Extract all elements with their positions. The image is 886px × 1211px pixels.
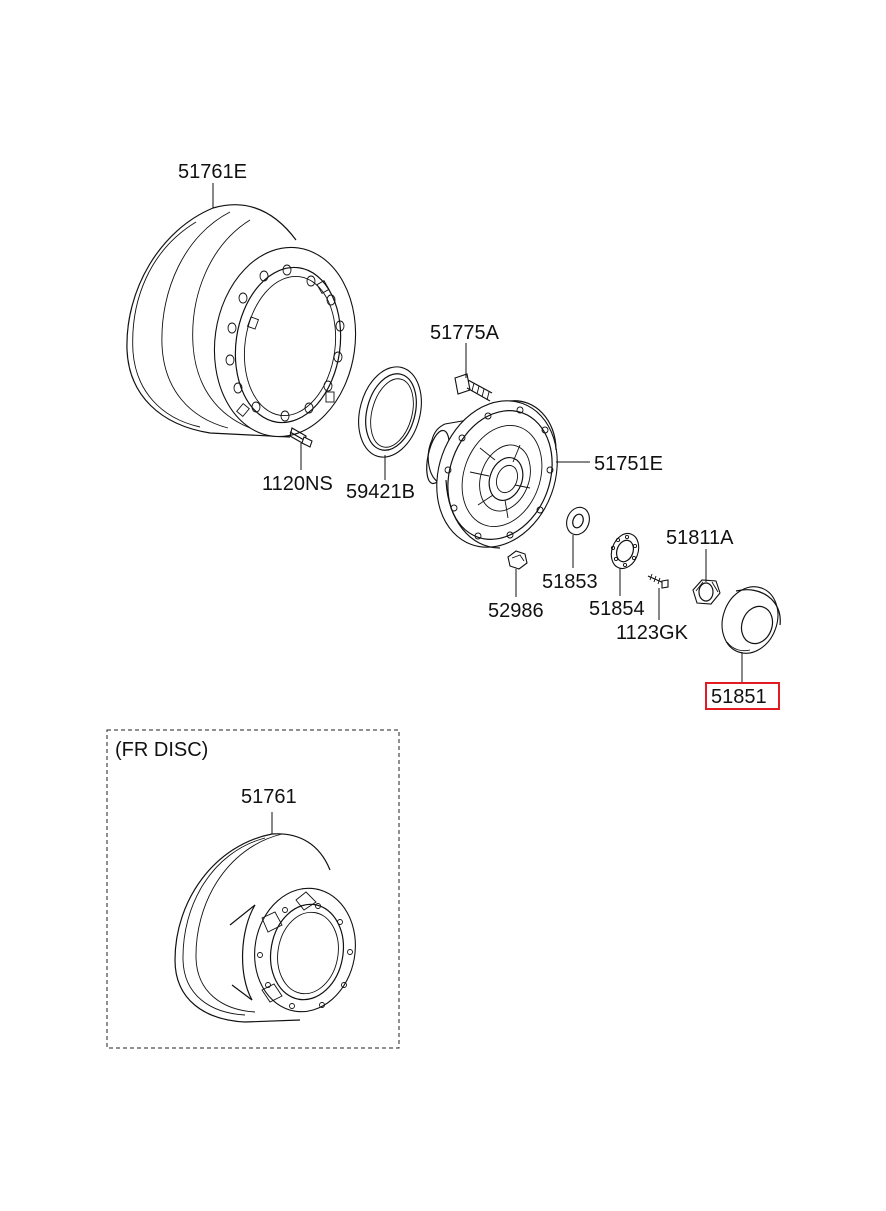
label-1120NS[interactable]: 1120NS bbox=[262, 473, 333, 495]
bearing-nut[interactable] bbox=[692, 579, 721, 605]
wheel-hub[interactable] bbox=[417, 384, 577, 565]
label-51811A[interactable]: 51811A bbox=[666, 527, 734, 549]
brake-drum[interactable] bbox=[126, 204, 368, 446]
hub-bolt[interactable] bbox=[454, 373, 493, 402]
label-51775A[interactable]: 51775A bbox=[430, 322, 500, 344]
fr-disc-inset: (FR DISC) 51761 bbox=[106, 729, 400, 1049]
label-51853[interactable]: 51853 bbox=[542, 571, 598, 593]
highlight-box bbox=[705, 682, 780, 710]
label-1123GK[interactable]: 1123GK bbox=[616, 622, 689, 644]
lock-washer[interactable] bbox=[607, 530, 644, 573]
oil-seal[interactable] bbox=[349, 360, 431, 464]
label-51851[interactable]: 51851 bbox=[711, 686, 767, 708]
inset-frame bbox=[106, 729, 400, 1049]
label-51751E[interactable]: 51751E bbox=[594, 453, 663, 475]
inset-title: (FR DISC) bbox=[115, 739, 208, 761]
label-51761[interactable]: 51761 bbox=[241, 786, 297, 808]
part-labels: 51761E 51775A 51751E 1120NS 59421B 51853… bbox=[178, 161, 780, 710]
brake-disc[interactable] bbox=[174, 833, 365, 1023]
label-51761E[interactable]: 51761E bbox=[178, 161, 247, 183]
label-52986[interactable]: 52986 bbox=[488, 600, 544, 622]
thrust-washer[interactable] bbox=[563, 504, 593, 538]
leader-lines bbox=[212, 183, 743, 683]
label-59421B[interactable]: 59421B bbox=[346, 481, 415, 503]
hub-cap[interactable] bbox=[713, 579, 787, 661]
drum-screw[interactable] bbox=[289, 427, 313, 448]
hub-nut[interactable] bbox=[507, 550, 528, 570]
lock-screw[interactable] bbox=[647, 573, 669, 589]
label-51854[interactable]: 51854 bbox=[589, 598, 645, 620]
